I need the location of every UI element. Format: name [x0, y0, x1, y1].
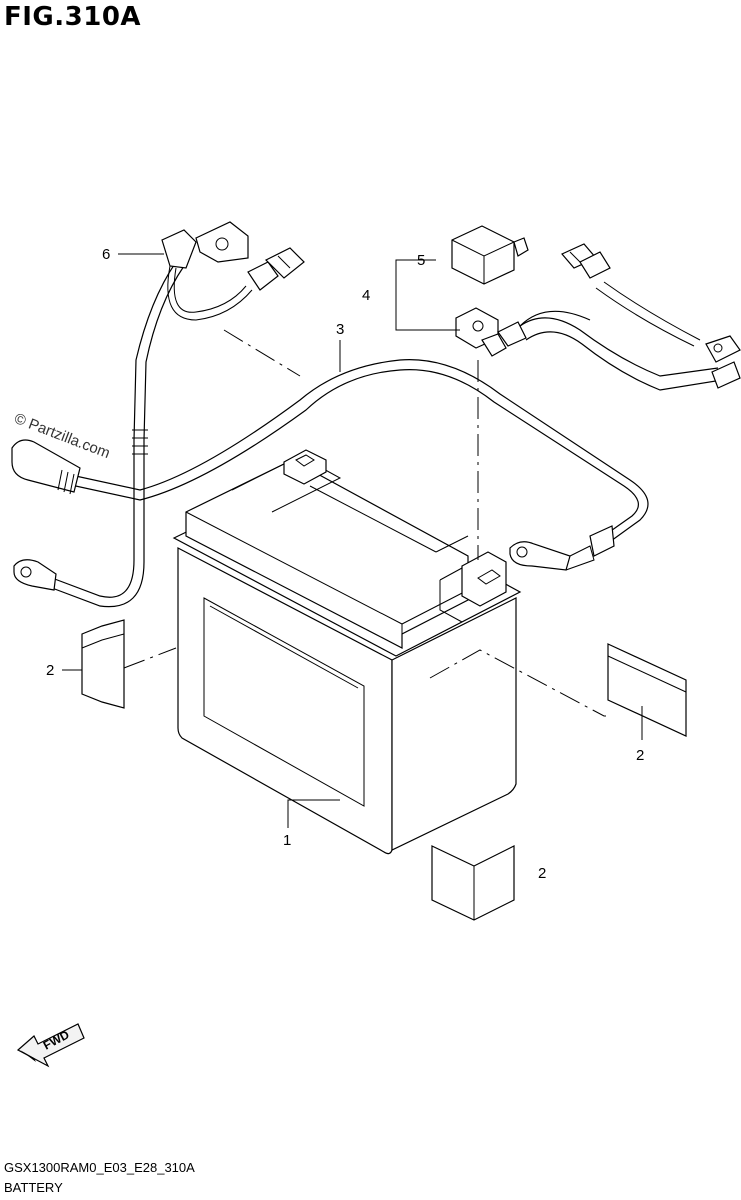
callout-3: 3: [336, 321, 344, 338]
figure-code: GSX1300RAM0_E03_E28_310A: [4, 1160, 195, 1175]
callout-2c: 2: [538, 865, 546, 882]
fwd-arrow: FWD: [16, 1023, 85, 1068]
starter-relay-5[interactable]: [451, 225, 529, 285]
battery-cable-3[interactable]: [11, 359, 649, 571]
leader-4-5: [395, 259, 460, 331]
label-sticker-left[interactable]: [81, 619, 125, 709]
ref-line-sticker-left: [123, 647, 177, 669]
battery[interactable]: [172, 449, 522, 855]
callout-2a: 2: [46, 662, 54, 679]
callout-5: 5: [417, 252, 425, 269]
callout-1: 1: [283, 832, 291, 849]
callout-6: 6: [102, 246, 110, 263]
positive-cable-4[interactable]: [455, 243, 741, 391]
label-sticker-bottom[interactable]: [431, 845, 515, 921]
figure-title: FIG.310A: [4, 2, 142, 32]
leader-1: [287, 799, 340, 828]
ref-line-cable3: [223, 329, 301, 377]
negative-cable-6[interactable]: [13, 221, 305, 608]
ref-line-sticker-right: [429, 649, 606, 717]
figure-caption: BATTERY: [4, 1180, 63, 1195]
label-sticker-right[interactable]: [607, 643, 687, 737]
callout-2b: 2: [636, 747, 644, 764]
callout-4: 4: [362, 287, 370, 304]
